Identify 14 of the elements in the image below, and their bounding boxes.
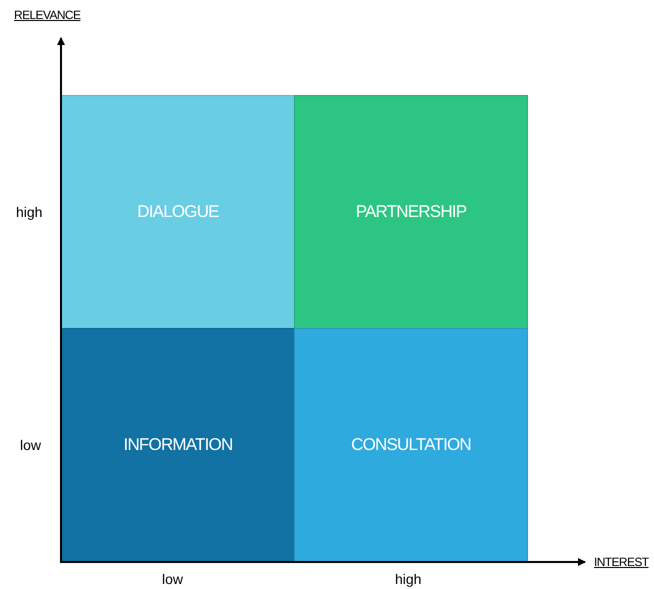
axis-title: RELEVANCE [14,8,80,22]
quadrant-box [61,95,295,329]
quadrant-label: DIALOGUE [137,202,219,222]
axis-tick-label: high [16,204,42,220]
quadrant-box [294,328,528,562]
quadrant-label: CONSULTATION [351,435,471,455]
quadrant-box [294,95,528,329]
axis-title: INTEREST [594,555,649,569]
quadrant-label: INFORMATION [124,435,232,455]
quadrant-label: PARTNERSHIP [356,202,466,222]
axis-tick-label: low [20,437,42,453]
axis-tick-label: high [395,571,422,587]
axis-tick-label: low [162,571,184,587]
quadrant-box [61,328,295,562]
